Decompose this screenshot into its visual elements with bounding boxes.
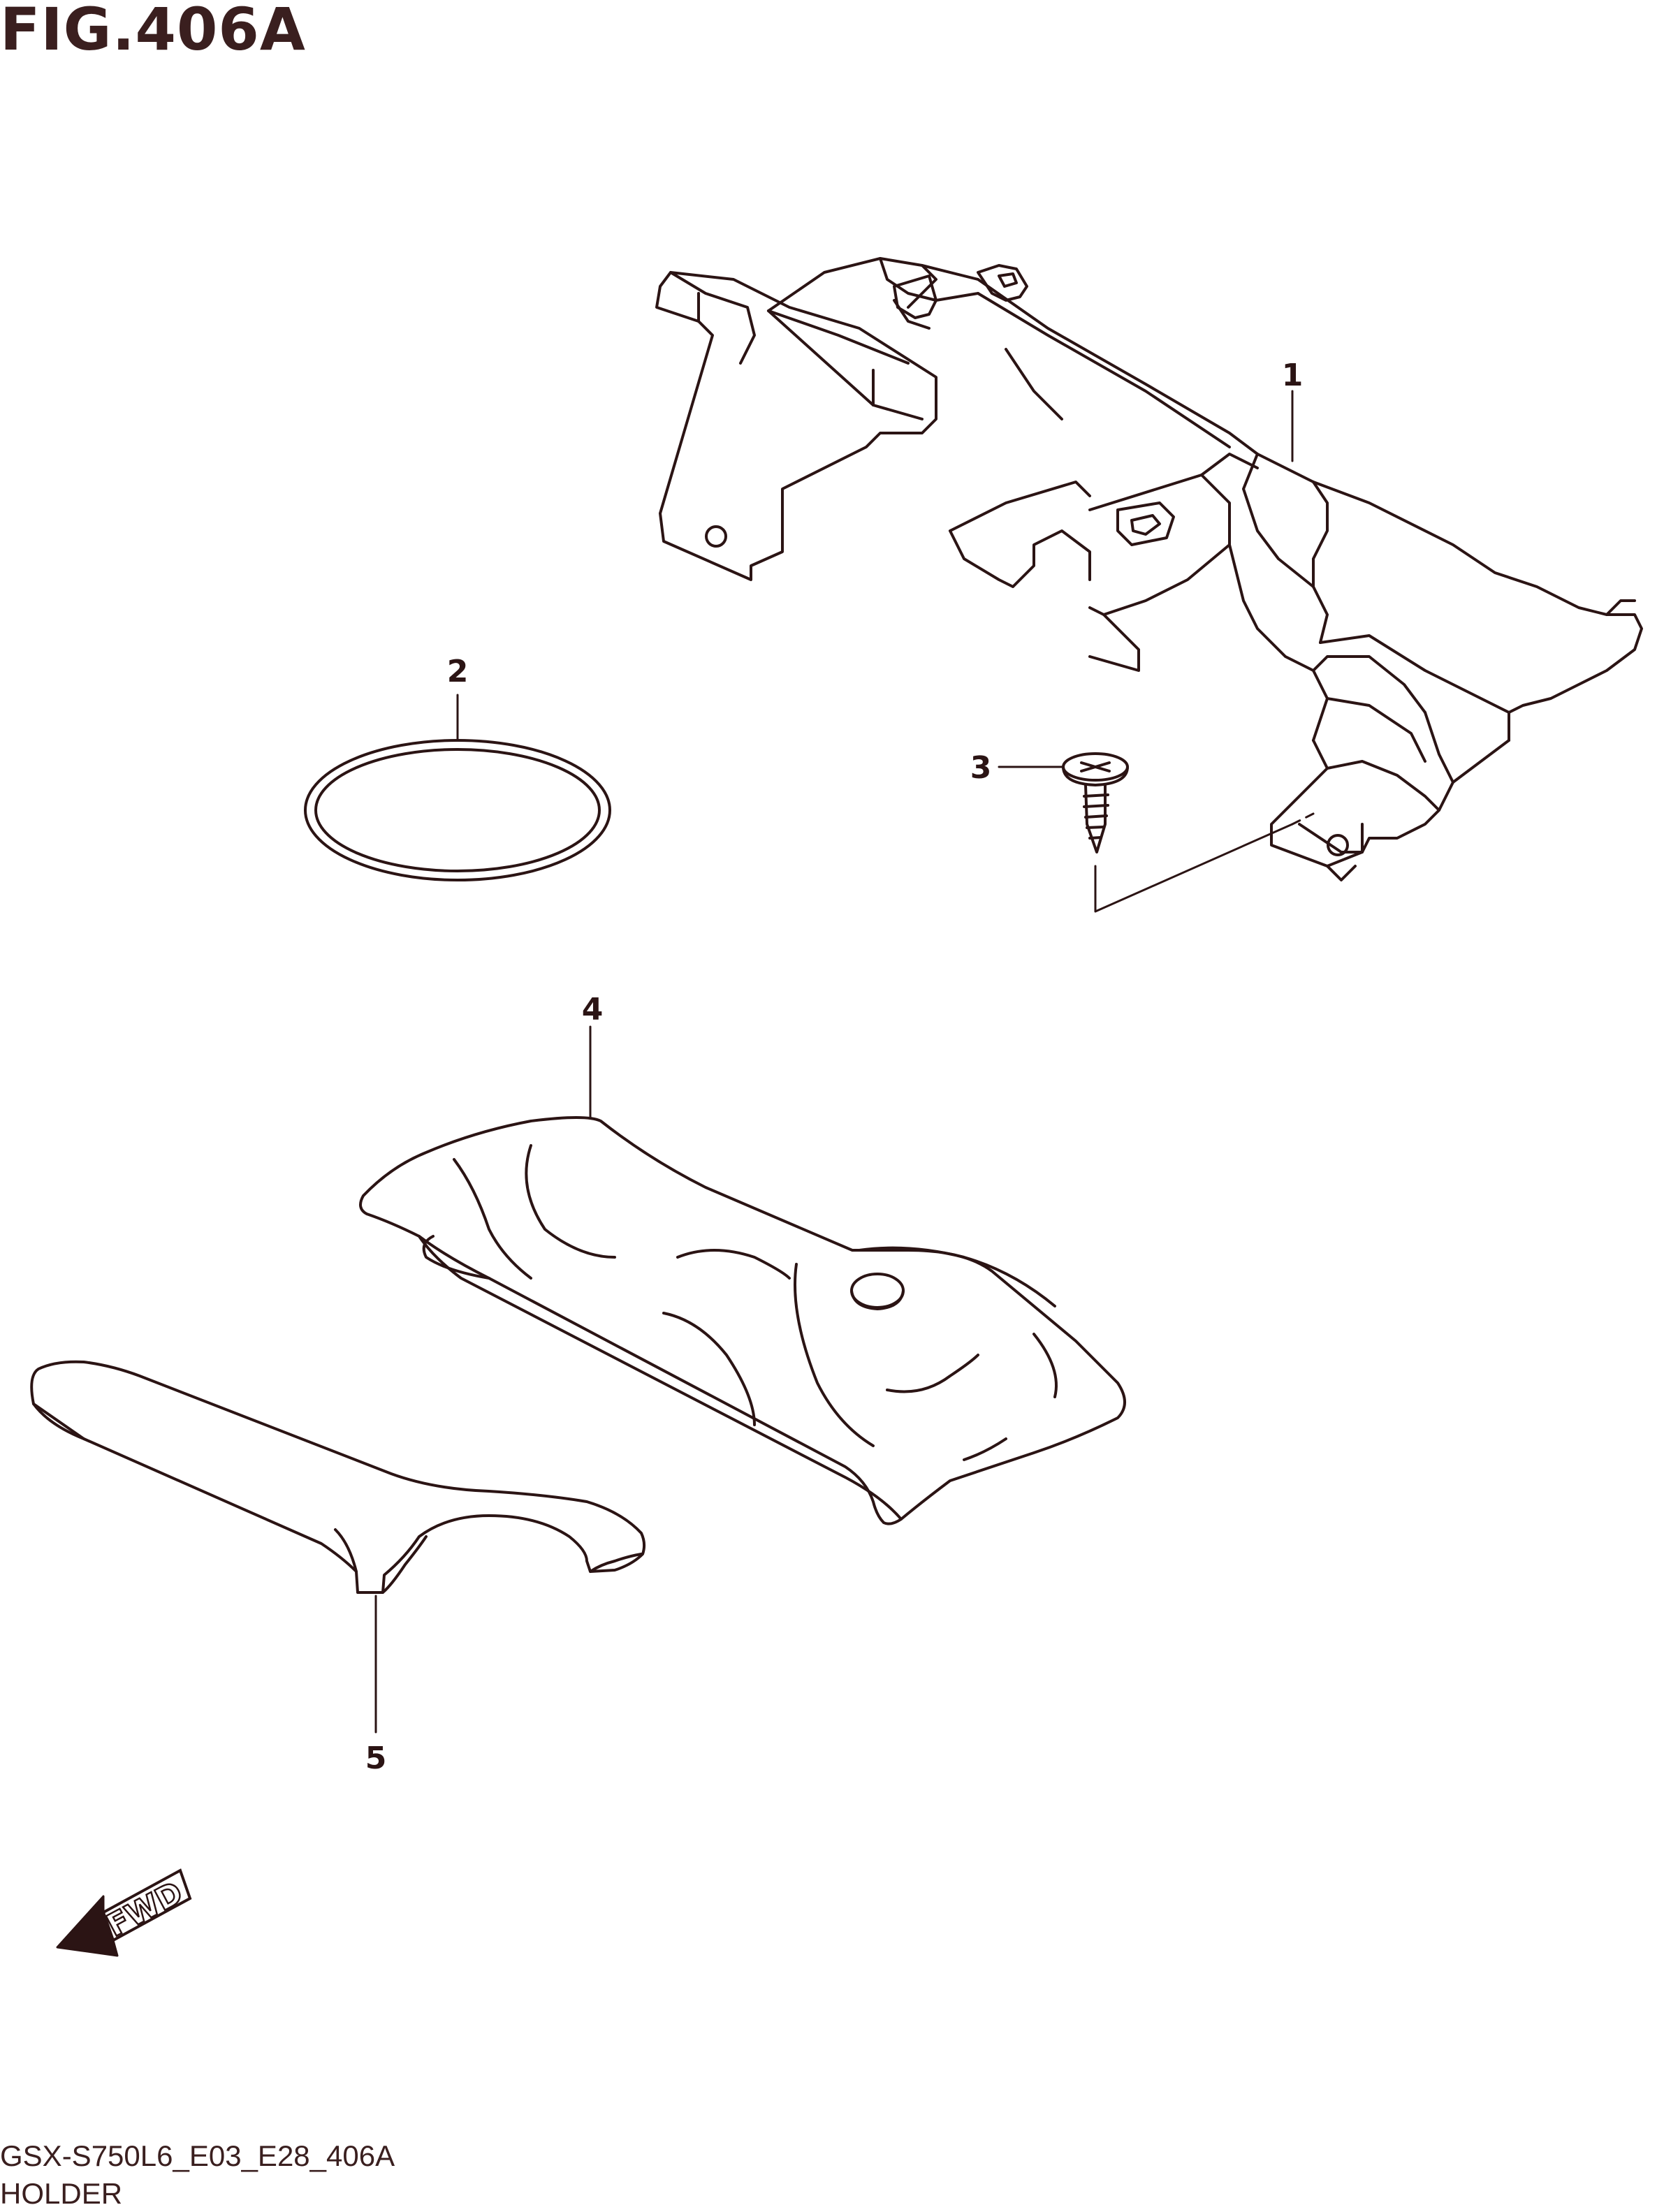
fwd-arrow-icon: FWD [56,1868,192,1957]
fwd-label: FWD [101,1875,189,1944]
part-2-o-ring [304,739,611,881]
part-4-cover-pad [359,1116,1126,1525]
leader-3-extension [1094,823,1294,913]
callout-1: 1 [1282,358,1304,393]
figure-code: GSX-S750L6_E03_E28_406A [0,2139,395,2172]
leader-lines [374,390,1315,1734]
figure-name: HOLDER [0,2177,123,2210]
figure-title: FIG.406A [0,0,306,64]
leader-3-hidden [1291,812,1315,826]
callout-5: 5 [365,1741,387,1776]
callout-4: 4 [582,992,604,1027]
part-3-screw [1062,752,1129,854]
part-1-holder-bracket [655,257,1643,881]
callout-3: 3 [970,750,992,786]
part-5-spanner-wrench [30,1360,646,1594]
callout-labels: 1 2 3 4 5 [365,358,1304,1776]
callout-2: 2 [447,654,469,689]
